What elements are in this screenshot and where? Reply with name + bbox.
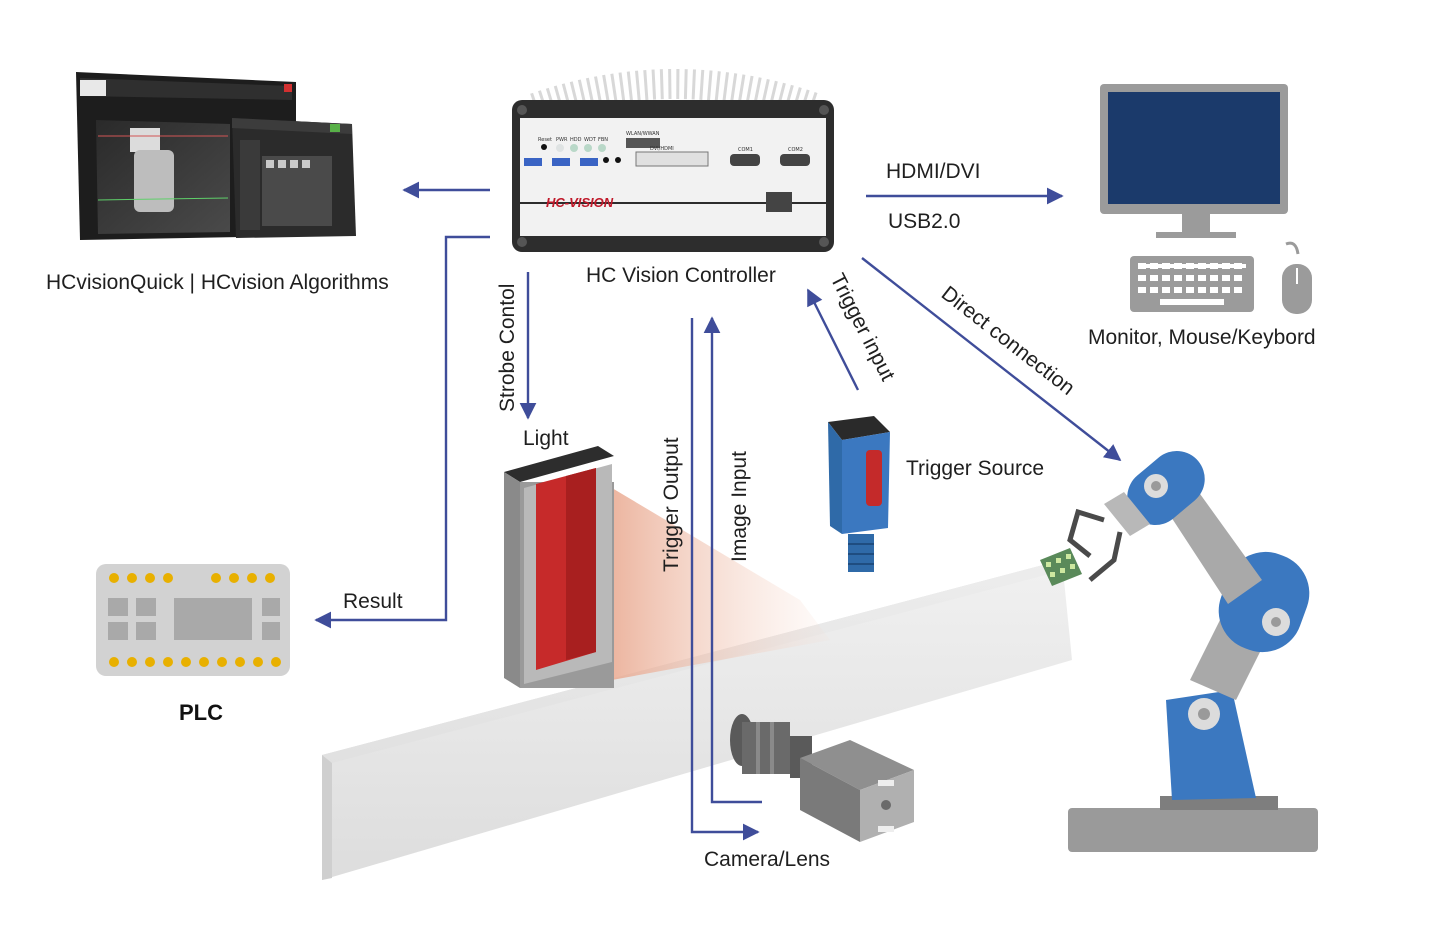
panel-fbn: FBN [598,137,608,143]
trigger-sensor [828,416,890,572]
panel-com2: COM2 [788,147,803,153]
usb-label: USB2.0 [888,210,960,233]
arrow-direct-connection [861,257,1122,462]
result-label: Result [343,590,403,613]
software-label: HCvisionQuick | HCvision Algorithms [46,271,389,294]
arrow-image-input [703,316,762,804]
light-unit [504,446,614,688]
vision-controller: Reset PWR HDD WDT FBN WLAN/WWAN DVI/HDMI… [512,69,834,252]
direct-connection-label: Direct connection [937,282,1079,400]
panel-com1: COM1 [738,147,753,153]
strobe-label: Strobe Contol [496,284,519,412]
panel-wdt: WDT [584,137,597,143]
panel-hdd: HDD [570,137,582,143]
light-label: Light [523,427,569,450]
camera-label: Camera/Lens [704,848,830,871]
connection-arrows [314,181,1122,841]
panel-wlan: WLAN/WWAN [626,131,660,137]
plc-device [96,564,290,676]
robot-arm [1040,451,1318,852]
trigger-input-label: Trigger input [826,270,900,385]
monitor-set [1100,84,1312,314]
camera-lens [730,714,914,842]
hdmi-label: HDMI/DVI [886,160,981,183]
software-screenshots [76,72,356,240]
image-input-label: Image Input [728,451,751,562]
trigger-output-label: Trigger Output [660,437,683,572]
light-beam [612,488,830,680]
panel-reset: Reset [538,137,552,143]
monitor-label: Monitor, Mouse/Keybord [1088,326,1316,349]
arrow-trigger-output [690,318,760,841]
panel-dvi: DVI/HDMI [650,146,674,152]
arrow-trigger-input [806,288,860,391]
plc-label: PLC [179,700,223,725]
arrow-to-plc [314,235,490,629]
panel-pwr: PWR [556,137,568,143]
controller-brand: HC-VISION [546,195,614,210]
controller-label: HC Vision Controller [586,264,776,287]
trigger-source-label: Trigger Source [906,457,1044,480]
